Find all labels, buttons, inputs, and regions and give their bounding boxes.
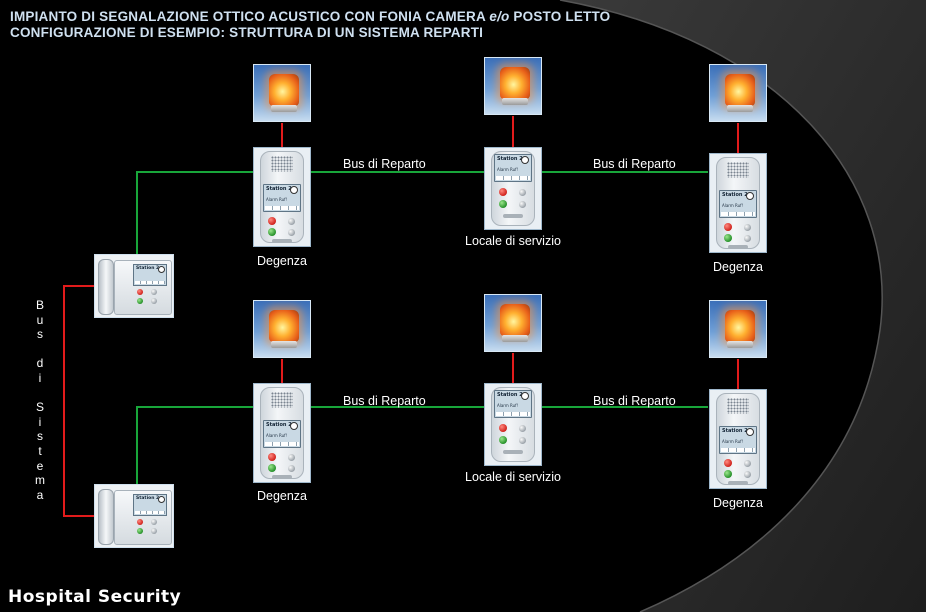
ward-bus-lower bbox=[136, 406, 708, 484]
room-label: Degenza bbox=[256, 489, 308, 503]
alarm-lamp-icon bbox=[484, 294, 542, 352]
brand-footer: Hospital Security bbox=[8, 587, 182, 607]
system-bus bbox=[63, 285, 94, 517]
service-room-label: Locale di servizio bbox=[465, 470, 561, 484]
ward-bus-label: Bus di Reparto bbox=[593, 394, 676, 408]
alarm-lamp-icon bbox=[484, 57, 542, 115]
page-title: IMPIANTO DI SEGNALAZIONE OTTICO ACUSTICO… bbox=[10, 9, 611, 24]
alarm-lamp-icon bbox=[709, 300, 767, 358]
service-room-label: Locale di servizio bbox=[465, 234, 561, 248]
ward-bus-label: Bus di Reparto bbox=[593, 157, 676, 171]
alarm-lamp-icon bbox=[253, 64, 311, 122]
main-station-icon: Station 2 bbox=[94, 484, 174, 548]
alarm-lamp-icon bbox=[709, 64, 767, 122]
room-label: Degenza bbox=[712, 496, 764, 510]
room-label: Degenza bbox=[712, 260, 764, 274]
main-station-icon: Station 2 bbox=[94, 254, 174, 318]
ward-bus-label: Bus di Reparto bbox=[343, 394, 426, 408]
alarm-lamp-icon bbox=[253, 300, 311, 358]
page-subtitle: CONFIGURAZIONE DI ESEMPIO: STRUTTURA DI … bbox=[10, 25, 484, 40]
lamp-links bbox=[281, 116, 739, 389]
ward-bus-label: Bus di Reparto bbox=[343, 157, 426, 171]
room-label: Degenza bbox=[256, 254, 308, 268]
ward-bus-upper bbox=[136, 171, 708, 254]
